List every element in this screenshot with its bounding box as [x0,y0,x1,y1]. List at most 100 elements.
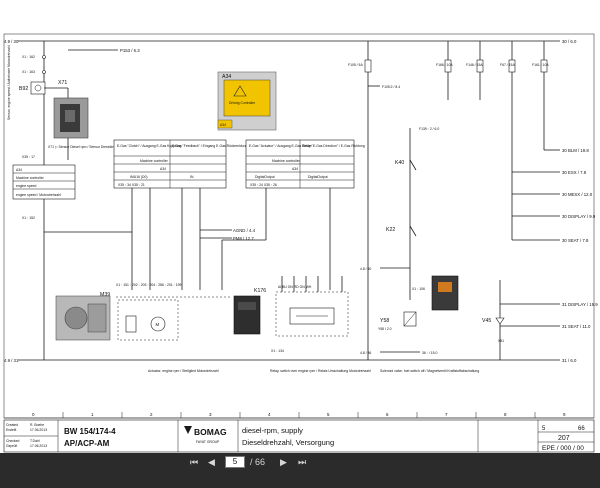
ruler-col-2: 2 [150,412,153,417]
m39-motor-m: M [156,322,160,327]
k176-relay-image [233,295,261,335]
k176-image-top [238,302,256,310]
ctrl1-row-imu: IMU16 (D0) [130,175,148,179]
sensor-vertical-label: Sensor, engine speed / Aufnehmer Motordr… [7,45,11,120]
ruler-col-7: 7 [445,412,448,417]
x1-col-label: X1 ◦ 152 [22,216,35,220]
out-display-label: 30 DISPLAY / 9.9 [562,214,596,219]
out-blm-label: 30 BLM / 19.8 [562,148,589,153]
f166-label: F166 / 10A [436,63,453,67]
ruler-col-0: 0 [32,412,35,417]
terminal-163 [42,70,46,74]
tb-sheet-no: 5 [542,426,546,432]
ctrl2-header-2: Relay "E-Gas Direction" / E-Gas Richtung [302,144,365,148]
tb-brand: BOMAG [194,427,227,437]
b92-sensor-symbol [30,81,46,95]
m39-motor [150,316,166,332]
previous-page-icon[interactable]: ◀ [208,457,215,467]
caption-solenoid: Solenoid valve, fuel switch off / Magnet… [380,369,479,373]
rail-50-label: 4.8 / 50 [360,267,371,271]
f161-label: F161 / 10A [532,63,549,67]
tb-checked: Checked [6,439,19,443]
first-page-icon[interactable]: ⏮ [190,457,199,467]
m39-label: M39 [100,292,110,298]
tb-created-by: R. Boehe [30,423,44,427]
out-mesx-label: 30 MESX / 12.0 [562,192,593,197]
f67-fuse [508,59,516,73]
out-seat-label: 30 SEAT / 7.8 [562,238,589,243]
machine-controller-box-small [12,164,76,200]
small-box-r1: A34 [16,168,22,172]
a34-tag [217,119,233,129]
ctrl1-row-machine: Machine controller [140,159,169,163]
y58-solenoid-image [431,275,459,311]
tb-variant: AP/ACP-AM [64,439,110,448]
ruler-col-3: 3 [209,412,212,417]
small-box-r2: Machine controller [16,176,45,180]
sensor-photo-connector [65,110,75,122]
page-number-input[interactable] [225,456,245,468]
v45-diode [495,317,505,325]
ctrl2-pins: X35 ◦ 24 X35 ◦ 26 [250,183,277,187]
f166-fuse [444,59,452,73]
tb-sheet-of: 66 [578,426,585,432]
m39-image-block [87,303,107,333]
tb-desc-de: Dieseldrehzahl, Versorgung [242,438,334,447]
out-31display-label: 31 DISPLAY / 19.9 [562,302,598,307]
x1-134-label: X1 ◦ 134 [271,349,284,353]
ctrl2-row-out2: DigitalOutput [308,175,328,179]
k40-contact [409,159,417,171]
rail-31-right-label: 31 / 6.0 [562,358,577,363]
b92-sensor-circle [34,84,42,92]
y58-diagonal [403,311,417,327]
rail-30-right-label: 30 / 6.0 [562,39,577,44]
small-box-r4: engine speed / Motordrehzahl [16,193,61,197]
k22-label: K22 [386,227,395,233]
pdf-viewer-toolbar: ⏮ ◀ / 66 ▶ ⏭ [0,453,600,488]
x1-163-label: X1 ◦ 163 [22,70,35,74]
ctrl1-row-a34: A34 [160,167,166,171]
next-page-icon[interactable]: ▶ [280,457,287,467]
tb-desc-en: diesel-rpm, supply [242,426,303,435]
ruler-col-8: 8 [504,412,507,417]
m39-image-disc [64,306,88,330]
rail-31-left-label: 4.9 / 31 [4,358,19,363]
ctrl2-row-a34: A34 [292,167,298,171]
agnd-label: AGND / 4.4 [233,228,256,233]
x1-162-label: X1 ◦ 162 [22,55,35,59]
x71-label: X71 [58,80,67,86]
k176-label: K176 [254,288,266,294]
terminal-162 [42,55,46,59]
y58-image-plug [438,282,452,292]
tb-model: BW 154/174-4 [64,427,116,436]
a34-yellow-label [223,79,271,117]
ctrl1-row-in: IN [190,175,194,179]
tb-page-no: 207 [558,435,570,442]
ctrl2-row-out1: DigitalOutput [255,175,275,179]
tb-created-date: 17.06.2013 [30,428,47,432]
tb-created-de: Erstellt [6,428,16,432]
v45-label: V45 [482,318,491,324]
relay-pin-row: AI BU GN RD GN WH [278,285,312,289]
x71-caption: X71 ▷ Sensor Diesel rpm / Sensor Dieseld… [48,145,124,149]
f105-ref-label: F105:2 / 8.4 [382,85,400,89]
x1-terminal-row: X1 ◦ 151 ◦ 202 ◦ 203 ◦ 204 ◦ 286 ◦ 201 ◦… [116,283,181,287]
y58-sub-label: Y58 / 2.0 [378,327,392,331]
ruler-col-5: 5 [327,412,330,417]
small-box-r3: engine speed [16,184,36,188]
ctrl1-header-1: E-Gas "Clutch" / Ausgang E-Gas Kupplung [117,144,182,148]
tb-created: Created [6,423,18,427]
k40-label: K40 [395,160,404,166]
last-page-icon[interactable]: ⏭ [298,457,307,467]
r36-label: 36 ◦ / 15.0 [422,351,437,355]
ctrl1-pins: X35 ◦ 34 X35 ◦ 21 [118,183,145,187]
f67-label: F67 / 15A [500,63,515,67]
out-esx-label: 30 ESX / 7.8 [562,170,587,175]
a34-inner-text: Driving Controller [229,101,256,105]
p153-label: P153 / 6.3 [120,48,140,53]
caption-relay: Relay, switch over engine rpm / Relais U… [270,369,371,373]
ctrl2-header-1: E-Gas "Actuator" / Ausgang E-Gas Steller [249,144,313,148]
a34-label: A34 [222,74,231,80]
x51-label: X51 [498,339,504,343]
